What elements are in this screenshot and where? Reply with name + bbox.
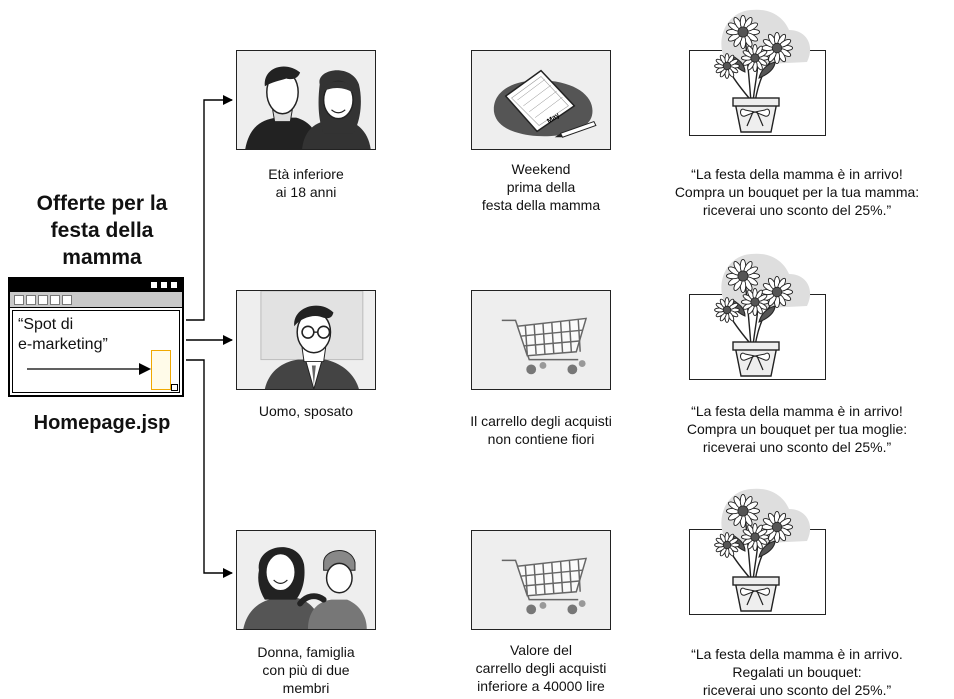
toolbar-button-icon — [62, 295, 72, 305]
window-button-icon — [161, 282, 167, 288]
caption-line: con più di due — [262, 662, 350, 678]
offer-message: “La festa della mamma è in arrivo! Compr… — [644, 402, 950, 456]
caption-line: Uomo, sposato — [258, 403, 354, 419]
offer-line: Compra un bouquet per tua moglie: — [686, 421, 908, 437]
toolbar-button-icon — [38, 295, 48, 305]
caption-line: prima della — [506, 179, 576, 195]
segment-image-man-with-glasses — [236, 290, 376, 390]
offer-image-flower-bouquet — [689, 485, 826, 615]
toolbar-button-icon — [50, 295, 60, 305]
condition-caption: Il carrello degli acquisti non contiene … — [461, 412, 621, 448]
ad-label: “Spot di e-marketing” — [18, 315, 108, 355]
offer-line: riceverai uno sconto del 25%.” — [702, 439, 892, 455]
shopping-cart-icon — [501, 557, 588, 615]
caption-line: inferiore a 40000 lire — [477, 678, 605, 694]
segment-image-teenagers — [236, 50, 376, 150]
ad-label-line: e-marketing” — [18, 336, 108, 353]
offer-line: riceverai uno sconto del 25%.” — [702, 202, 892, 218]
condition-caption: Weekend prima della festa della mamma — [461, 160, 621, 214]
flower-pot-icon — [714, 253, 811, 377]
caption-line: Età inferiore — [268, 166, 344, 182]
window-toolbar — [10, 292, 182, 308]
flower-pot-icon — [714, 488, 811, 612]
offer-message: “La festa della mamma è in arrivo. Regal… — [644, 645, 950, 699]
toolbar-button-icon — [14, 295, 24, 305]
ad-pointer-arrow — [27, 363, 151, 375]
condition-caption: Valore del carrello degli acquisti infer… — [461, 641, 621, 695]
offer-line: riceverai uno sconto del 25%.” — [702, 682, 892, 698]
offer-line: “La festa della mamma è in arrivo! — [691, 166, 903, 182]
caption-line: Weekend — [511, 161, 571, 177]
ad-slot-placeholder — [151, 350, 171, 390]
diagram-title: Offerte per la festa della mamma — [18, 190, 186, 271]
segment-image-mother-with-child — [236, 530, 376, 630]
window-content: “Spot di e-marketing” — [12, 310, 180, 393]
segment-caption: Uomo, sposato — [226, 402, 386, 420]
window-button-icon — [171, 282, 177, 288]
offer-line: Compra un bouquet per la tua mamma: — [674, 184, 920, 200]
caption-line: non contiene fiori — [487, 431, 595, 447]
condition-image-shopping-cart — [471, 290, 611, 390]
resize-grip-icon — [171, 384, 178, 391]
toolbar-button-icon — [26, 295, 36, 305]
caption-line: ai 18 anni — [275, 184, 337, 200]
caption-line: membri — [282, 680, 330, 696]
window-titlebar — [10, 279, 182, 292]
offer-image-flower-bouquet — [689, 250, 826, 380]
caption-line: festa della mamma — [481, 197, 601, 213]
offer-line: “La festa della mamma è in arrivo. — [691, 646, 903, 662]
offer-line: “La festa della mamma è in arrivo! — [691, 403, 903, 419]
caption-line: carrello degli acquisti — [475, 660, 607, 676]
ad-label-line: “Spot di — [18, 316, 74, 333]
homepage-browser-window: “Spot di e-marketing” — [8, 277, 184, 397]
offer-message: “La festa della mamma è in arrivo! Compr… — [644, 165, 950, 219]
arrow-to-row-3 — [186, 359, 233, 578]
caption-line: Il carrello degli acquisti — [470, 413, 612, 429]
caption-line: Valore del — [509, 642, 572, 658]
offer-line: Regalati un bouquet: — [732, 664, 862, 680]
arrow-to-row-1 — [186, 95, 233, 321]
condition-image-shopping-cart — [471, 530, 611, 630]
title-line: festa della — [50, 219, 154, 242]
flower-pot-icon — [714, 9, 811, 133]
offer-image-flower-bouquet — [689, 6, 826, 136]
condition-image-calendar: May — [471, 50, 611, 150]
title-line: Offerte per la — [36, 192, 168, 215]
segment-caption: Età inferiore ai 18 anni — [226, 165, 386, 201]
window-button-icon — [151, 282, 157, 288]
segment-caption: Donna, famiglia con più di due membri — [226, 643, 386, 697]
caption-line: Donna, famiglia — [257, 644, 355, 660]
homepage-label: Homepage.jsp — [33, 412, 171, 434]
title-line: mamma — [62, 246, 142, 269]
shopping-cart-icon — [501, 317, 588, 375]
